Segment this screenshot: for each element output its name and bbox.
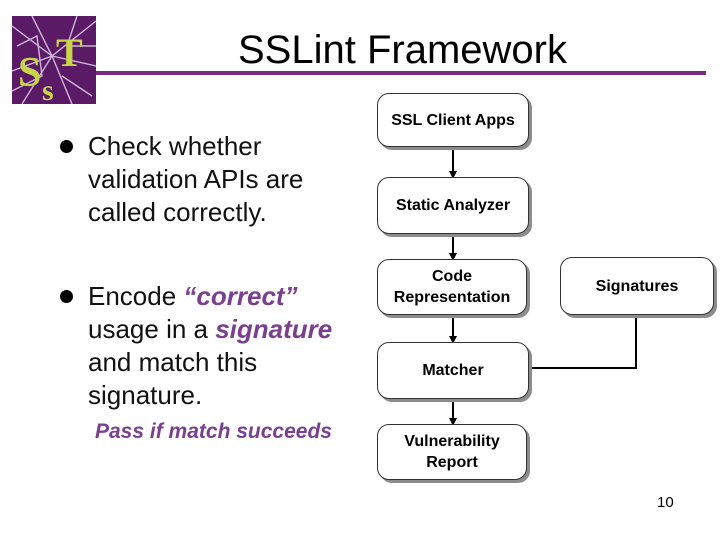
bullet-text-part: and match this signature. — [88, 347, 258, 410]
bullet-text-part: usage in a — [88, 314, 216, 344]
title-rule — [96, 71, 706, 75]
box-static-analyzer: Static Analyzer — [377, 177, 529, 234]
bullet-dot — [60, 290, 73, 303]
box-code-representation: Code Representation — [377, 259, 527, 315]
bullet-encode-signature: Encode “correct” usage in a signature an… — [60, 280, 360, 412]
page-number: 10 — [657, 494, 674, 511]
bullet-check-validation: Check whether validation APIs are called… — [60, 130, 360, 229]
bullet-text-part: Encode — [88, 281, 184, 311]
svg-text:T: T — [56, 30, 83, 75]
arrow-signatures-to-matcher — [524, 313, 637, 372]
box-ssl-client-apps: SSL Client Apps — [377, 93, 529, 147]
sub-bullet-pass-condition: Pass if match succeeds — [95, 420, 332, 443]
svg-text:s: s — [42, 74, 54, 104]
emphasis-correct: “correct” — [183, 281, 298, 311]
box-matcher: Matcher — [377, 342, 529, 399]
box-signatures: Signatures — [560, 257, 714, 315]
bullet-text: Check whether validation APIs are called… — [88, 131, 304, 227]
bullet-dot — [60, 140, 73, 153]
emphasis-signature: signature — [215, 314, 333, 344]
bullet-text: Encode “correct” usage in a signature an… — [60, 280, 360, 412]
box-vulnerability-report: Vulnerability Report — [377, 424, 527, 480]
svg-text:S: S — [18, 50, 41, 96]
slide-title: SSLint Framework — [238, 28, 567, 72]
sandt-logo-icon: S T s — [12, 16, 96, 104]
